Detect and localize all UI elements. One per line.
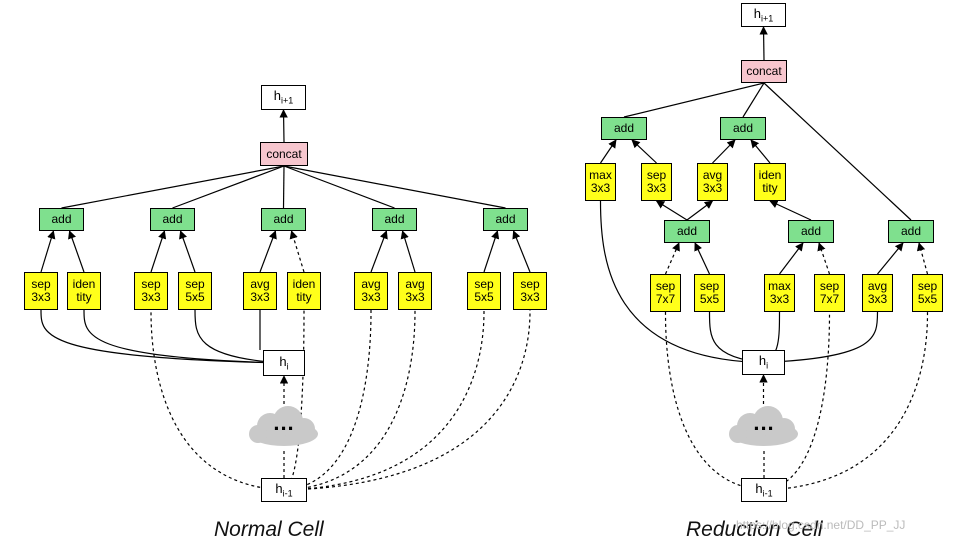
normal-op-sep5x5-2: sep 5x5 [467,272,501,310]
normal-op-avg3x3-1: avg 3x3 [243,272,277,310]
normal-edge-add-4-concat [283,165,395,209]
normal-edge-op-6-add [370,230,388,273]
normal-h-i-node: hi [263,350,305,376]
reduction-add-node-mid-3: add [888,220,934,243]
reduction-edge-sep7-mid1 [664,242,680,275]
normal-cloud-icon: ... [246,404,322,448]
normal-op-avg3x3-2: avg 3x3 [354,272,388,310]
reduction-h-prev-node: hi-1 [741,478,787,502]
reduction-edge-add-concat-0 [623,82,765,118]
reduction-edge-avg-mid3 [877,242,904,275]
normal-op-sep5x5-1: sep 5x5 [178,272,212,310]
normal-op-sep3x3-3: sep 3x3 [513,272,547,310]
normal-edge-hi-op-1 [83,309,285,364]
reduction-h-next-node: hi+1 [741,3,786,27]
reduction-edge-avg-top2 [712,139,736,164]
reduction-edge-sep7b-mid2 [817,242,831,275]
normal-edge-op-3-add [179,230,196,273]
normal-concat-node: concat [260,142,308,166]
reduction-edge-id-top2 [750,139,771,164]
reduction-edge-hprev-op-2 [763,311,929,491]
reduction-add-node-top-2: add [720,117,766,140]
reduction-edge-hi-op-2 [763,311,879,364]
reduction-op-sep5x5-1: sep 5x5 [694,274,725,312]
normal-h-next-node: hi+1 [261,85,306,110]
reduction-edge-sep5-mid1 [694,242,711,275]
normal-edge-hi-op-0 [40,309,285,364]
normal-edge-hprev-op-1 [283,309,305,491]
reduction-add-node-mid-1: add [664,220,710,243]
normal-ellipsis: ... [273,410,295,435]
reduction-edge-mid2-id [769,200,812,221]
normal-edge-op-4-add [259,230,277,273]
normal-edge-op-9-add [512,230,531,273]
normal-edge-hprev-op-0 [150,309,285,491]
normal-edge-hprev-op-2 [283,309,372,491]
reduction-op-sep5x5-2: sep 5x5 [912,274,943,312]
reduction-add-node-mid-2: add [788,220,834,243]
normal-add-node-1: add [39,208,84,231]
reduction-op-identity-upper: iden tity [754,163,786,201]
normal-op-sep3x3-2: sep 3x3 [134,272,168,310]
normal-edge-hprev-op-3 [283,309,416,491]
normal-edge-add-2-concat [172,165,285,209]
normal-h-prev-node: hi-1 [261,478,307,502]
reduction-ellipsis: ... [753,410,775,435]
normal-edge-add-5-concat [283,165,506,209]
normal-op-avg3x3-3: avg 3x3 [398,272,432,310]
reduction-op-sep3x3-upper: sep 3x3 [641,163,672,201]
reduction-edge-hi-max-upper [599,200,764,364]
source-watermark: https://blog.csdn.net/DD_PP_JJ [736,518,906,532]
normal-op-identity-2: iden tity [287,272,321,310]
normal-add-node-5: add [483,208,528,231]
reduction-edge-mid1-avg [686,200,714,221]
reduction-edge-hprev-op-0 [664,311,765,491]
normal-op-identity-1: iden tity [67,272,101,310]
normal-edge-add-1-concat [61,165,285,209]
reduction-op-avg3x3-lower: avg 3x3 [862,274,893,312]
reduction-edge-add-concat-2 [763,82,912,221]
normal-edge-op-2-add [150,230,167,273]
reduction-h-i-node: hi [742,350,785,375]
normal-edge-add-3-concat [282,165,285,209]
normal-edge-hprev-op-4 [283,309,485,491]
reduction-cloud-icon: ... [726,404,802,448]
reduction-edge-max-mid2 [779,242,804,275]
reduction-concat-node: concat [741,60,787,83]
reduction-edge-concat-out [759,26,768,61]
reduction-edge-max-top1 [600,139,617,164]
reduction-op-sep7x7-1: sep 7x7 [650,274,681,312]
reduction-edge-hprev-op-1 [763,311,831,491]
normal-edge-op-0-add [40,230,56,273]
reduction-edge-add-concat-1 [742,82,765,118]
reduction-op-max3x3-upper: max 3x3 [585,163,616,201]
reduction-edge-mid1-sep [655,200,688,221]
normal-add-node-3: add [261,208,306,231]
normal-edge-hprev-op-5 [283,309,531,491]
normal-edge-concat-out [279,109,288,143]
normal-add-node-2: add [150,208,195,231]
reduction-op-avg3x3-upper: avg 3x3 [697,163,728,201]
normal-edge-hi-op-2 [194,309,285,364]
reduction-cell-caption: Reduction Cell [686,518,823,541]
normal-edge-op-1-add [68,230,85,273]
normal-edge-op-7-add [400,230,416,273]
reduction-op-sep7x7-2: sep 7x7 [814,274,845,312]
normal-edge-op-5-add [289,230,305,273]
reduction-op-max3x3-lower: max 3x3 [764,274,795,312]
normal-cell-caption: Normal Cell [214,518,324,541]
normal-op-sep3x3-1: sep 3x3 [24,272,58,310]
normal-edge-op-8-add [483,230,500,273]
reduction-add-node-top-1: add [601,117,647,140]
reduction-edge-sep-top1 [631,139,657,164]
normal-add-node-4: add [372,208,417,231]
reduction-edge-sep5b-mid3 [916,242,929,275]
